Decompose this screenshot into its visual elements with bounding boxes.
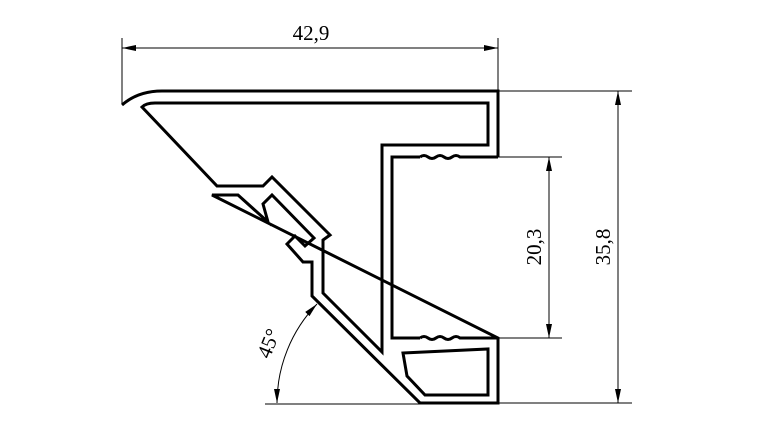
opening-dimension-label: 20,3	[522, 229, 546, 266]
profile-inner-contour	[139, 101, 490, 356]
bottom-chamber	[401, 347, 490, 397]
angle-arc	[274, 303, 318, 404]
wavy-seal-bottom	[419, 335, 498, 341]
profile-outer-contour	[121, 89, 500, 405]
wavy-seal-top	[419, 154, 498, 160]
channel-opening	[390, 155, 420, 340]
angle-label: 45°	[252, 325, 285, 361]
width-dimension-label: 42,9	[293, 21, 330, 45]
height-dimension-label: 35,8	[591, 229, 615, 266]
